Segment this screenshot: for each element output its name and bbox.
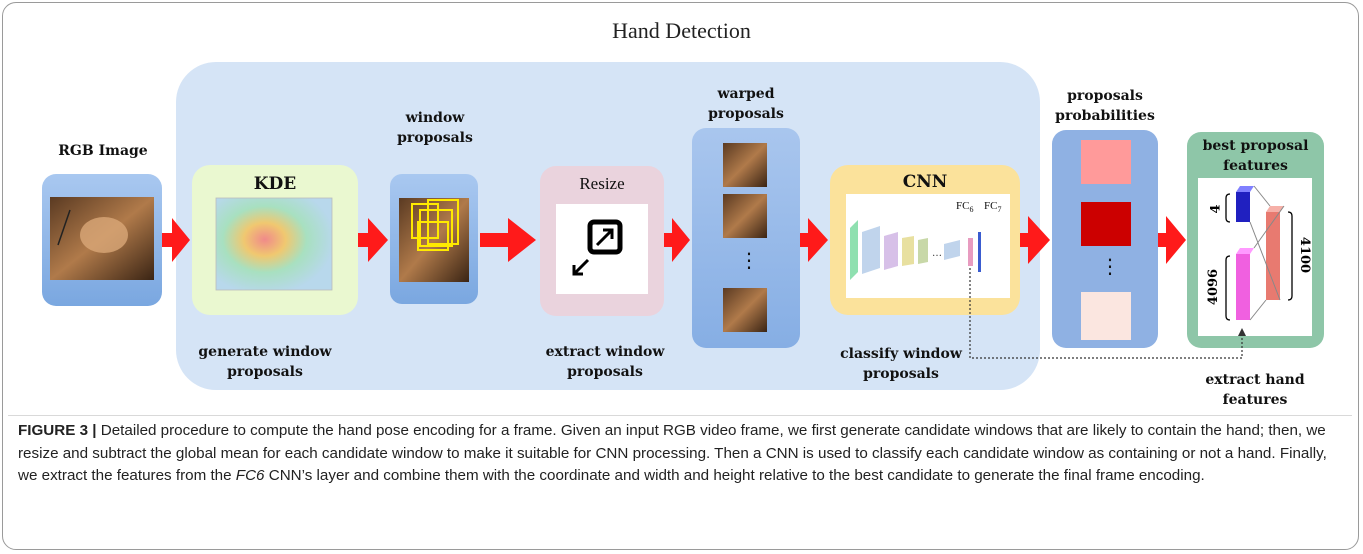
figure-caption: FIGURE 3 | Detailed procedure to compute… (18, 422, 1327, 484)
best-proposal-features-label: best proposal features (1202, 138, 1309, 174)
warped-crop-3 (723, 288, 767, 332)
caption-emphasis: FC6 (235, 467, 265, 484)
proposals-probabilities-label: proposals probabilities (1055, 88, 1155, 124)
arrow-5 (800, 218, 828, 262)
resize-title: Resize (579, 174, 625, 193)
arrow-2 (358, 218, 388, 262)
feature-blocks (1236, 185, 1285, 321)
resize-icon (572, 219, 623, 276)
classify-window-proposals-label: classify window proposals (840, 346, 962, 382)
warped-crop-1 (723, 143, 767, 187)
fc6-label: FC6 (956, 200, 974, 215)
fc6-connector (969, 268, 1243, 359)
arrow-6 (1020, 216, 1050, 264)
rgb-image-label: RGB Image (58, 143, 148, 159)
arrow-7 (1158, 216, 1186, 264)
warped-crop-2 (723, 194, 767, 238)
generate-window-proposals-label: generate window proposals (198, 344, 332, 380)
warped-proposals-label: warped proposals (708, 86, 784, 122)
arrow-1 (162, 218, 190, 262)
arrow-3 (480, 218, 536, 262)
kde-title: KDE (253, 174, 297, 194)
prob-ellipsis: ⋮ (1100, 254, 1120, 278)
kde-heatmap (216, 198, 332, 290)
warped-ellipsis: ⋮ (739, 248, 759, 272)
cnn-title: CNN (902, 172, 948, 192)
feature-dim-4: 4 (1208, 204, 1224, 214)
diagram-title: Hand Detection (612, 18, 751, 43)
feature-dim-4100: 4100 (1297, 236, 1312, 274)
prob-swatch-2 (1081, 202, 1131, 246)
window-proposals-label: window proposals (397, 110, 473, 146)
prob-swatch-3 (1081, 292, 1131, 340)
arrow-4 (664, 218, 690, 262)
caption-divider (8, 415, 1352, 416)
cnn-layers (850, 220, 981, 280)
extract-hand-features-label: extract hand features (1205, 372, 1305, 408)
extract-window-proposals-label: extract window proposals (545, 344, 665, 380)
resize-icon-panel (556, 204, 648, 294)
caption-label: FIGURE 3 | (18, 422, 97, 439)
feature-dim-4096: 4096 (1206, 268, 1221, 306)
best-features-panel (1198, 178, 1312, 336)
prob-swatch-1 (1081, 140, 1131, 184)
flow-arrows (162, 216, 1186, 264)
svg-text:…: … (932, 248, 942, 259)
pipeline-diagram: … (42, 62, 1324, 390)
fc7-label: FC7 (984, 200, 1002, 215)
